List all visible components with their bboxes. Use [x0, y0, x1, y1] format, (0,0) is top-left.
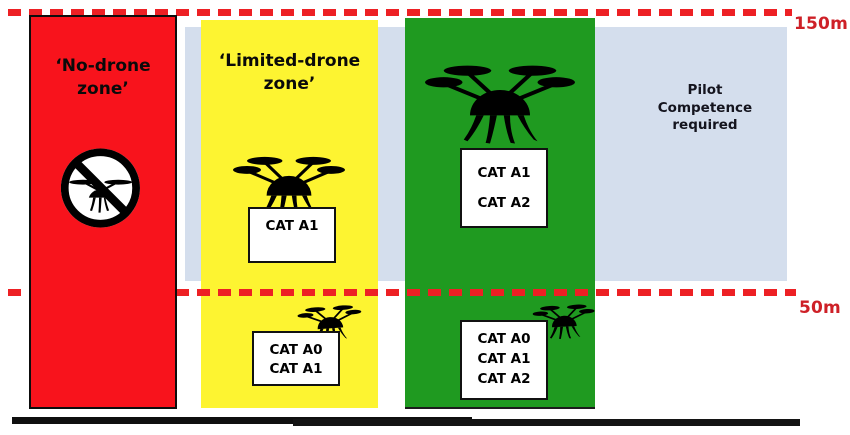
category-label: CAT A2 [477, 371, 531, 387]
category-label: CAT A1 [265, 218, 319, 234]
category-box-green-lower: CAT A0 CAT A1 CAT A2 [460, 320, 548, 400]
category-label: CAT A1 [477, 351, 531, 367]
pilot-competence-line1: Pilot [687, 82, 723, 98]
category-box-green-upper: CAT A1 CAT A2 [460, 148, 548, 228]
category-label: CAT A1 [269, 361, 323, 377]
altitude-label-50m: 50m [799, 298, 841, 318]
category-zone-column: CAT A1 CAT A2 CAT A0 CAT A1 CAT A2 [405, 18, 596, 409]
category-box-limited-lower: CAT A0 CAT A1 [252, 331, 340, 386]
category-label: CAT A0 [269, 342, 323, 358]
ground-line [12, 417, 472, 424]
pilot-competence-line2: Competence [657, 99, 753, 116]
ground-line [293, 419, 800, 426]
no-drone-sign-icon [57, 145, 143, 231]
category-label: CAT A1 [477, 164, 531, 181]
limited-drone-zone-title: ‘Limited-drone zone’ [201, 50, 378, 96]
limited-drone-zone-title-line2: zone’ [263, 74, 316, 94]
altitude-label-150m: 150m [794, 14, 848, 34]
drone-icon [425, 58, 575, 144]
pilot-competence-line3: required [672, 117, 738, 133]
category-label: CAT A2 [477, 195, 531, 212]
limited-drone-zone-column: ‘Limited-drone zone’ CAT A1 CAT A0 CAT A… [201, 20, 378, 408]
altitude-line-150m [8, 9, 792, 16]
no-drone-zone-title-line2: zone’ [77, 79, 129, 99]
limited-drone-zone-title-line1: ‘Limited-drone [218, 51, 361, 71]
no-drone-zone-title-line1: ‘No-drone [55, 56, 151, 76]
pilot-competence-label: Pilot Competence required [645, 82, 765, 135]
no-drone-zone-title: ‘No-drone zone’ [31, 55, 175, 101]
category-label: CAT A0 [477, 331, 531, 347]
category-box-limited-upper: CAT A1 [248, 207, 336, 263]
altitude-line-50m [8, 289, 796, 296]
no-drone-zone-column: ‘No-drone zone’ [29, 15, 177, 409]
